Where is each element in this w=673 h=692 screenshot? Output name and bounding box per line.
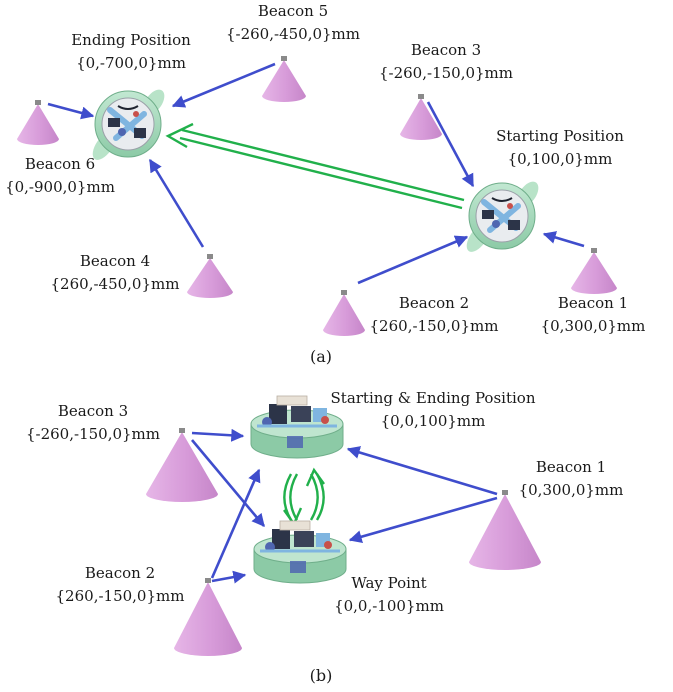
arrow-beacon5-to-end	[171, 62, 276, 108]
beacon1-coords: {0,300,0}mm	[519, 481, 624, 499]
beacon-2-cone	[174, 578, 242, 656]
robot-end-position	[88, 86, 168, 164]
waypoint-title: Way Point	[351, 574, 426, 592]
robot-start-ending-position	[249, 394, 345, 460]
panel-b-caption: (b)	[310, 666, 333, 685]
beacon-2-cone	[323, 290, 365, 336]
beacon-3-cone	[146, 428, 218, 502]
arrow-beacon6-to-end	[47, 102, 95, 120]
robot-way-point	[252, 519, 348, 585]
beacon2-name: Beacon 2	[399, 294, 469, 312]
beacon-3-cone	[400, 94, 442, 140]
arrow-beacon1-to-start	[346, 446, 498, 496]
beacon2-name: Beacon 2	[85, 564, 155, 582]
arrow-beacon4-to-end	[148, 158, 205, 248]
beacon3-name: Beacon 3	[411, 41, 481, 59]
beacon-6-cone	[17, 100, 59, 145]
arrow-beacon2-to-waypoint	[211, 570, 247, 584]
beacon-1-cone	[571, 248, 617, 294]
robot-start-position	[462, 178, 542, 256]
start-position-title: Starting Position	[496, 127, 624, 145]
beacon6-coords: {0,-900,0}mm	[5, 178, 115, 196]
beacon5-name: Beacon 5	[258, 2, 328, 20]
panel-b: Starting & Ending Position {0,0,100}mm B…	[26, 389, 623, 685]
beacon-4-cone	[187, 254, 233, 298]
beacon-5-cone	[262, 56, 306, 102]
beacon1-name: Beacon 1	[558, 294, 628, 312]
waypoint-coords: {0,0,-100}mm	[334, 597, 444, 615]
arrow-beacon2-to-start	[210, 468, 261, 579]
arrow-beacon3-to-start	[426, 101, 475, 188]
start-ending-title: Starting & Ending Position	[331, 389, 536, 407]
trajectory-arrow-a	[165, 122, 465, 210]
start-ending-coords: {0,0,100}mm	[381, 412, 486, 430]
arrow-beacon3-to-waypoint	[191, 439, 265, 527]
arrow-beacon3-to-start	[191, 428, 245, 442]
end-position-title: Ending Position	[71, 31, 191, 49]
panel-a-caption: (a)	[310, 347, 332, 366]
beacon3-coords: {-260,-150,0}mm	[379, 64, 513, 82]
end-position-coords: {0,-700,0}mm	[76, 54, 186, 72]
beacon-1-cone	[469, 490, 541, 570]
beacon3-name: Beacon 3	[58, 402, 128, 420]
beacon1-coords: {0,300,0}mm	[541, 317, 646, 335]
beacon-signal-arrows-b	[191, 428, 498, 584]
trajectory-arrows-b	[283, 467, 325, 527]
beacon6-name: Beacon 6	[25, 155, 95, 173]
arrow-beacon1-to-waypoint	[348, 496, 498, 544]
beacon5-coords: {-260,-450,0}mm	[226, 25, 360, 43]
beacon1-name: Beacon 1	[536, 458, 606, 476]
beacon3-coords: {-260,-150,0}mm	[26, 425, 160, 443]
start-position-coords: {0,100,0}mm	[508, 150, 613, 168]
arrow-beacon1-to-start	[542, 231, 585, 248]
beacon4-coords: {260,-450,0}mm	[51, 275, 180, 293]
beacon2-coords: {260,-150,0}mm	[56, 587, 185, 605]
beacon-signal-arrows-a	[47, 62, 585, 285]
panel-a: Ending Position {0,-700,0}mm Beacon 5 {-…	[5, 2, 645, 366]
beacon4-name: Beacon 4	[80, 252, 150, 270]
beacon2-coords: {260,-150,0}mm	[370, 317, 499, 335]
arrow-beacon2-to-start	[357, 235, 469, 285]
